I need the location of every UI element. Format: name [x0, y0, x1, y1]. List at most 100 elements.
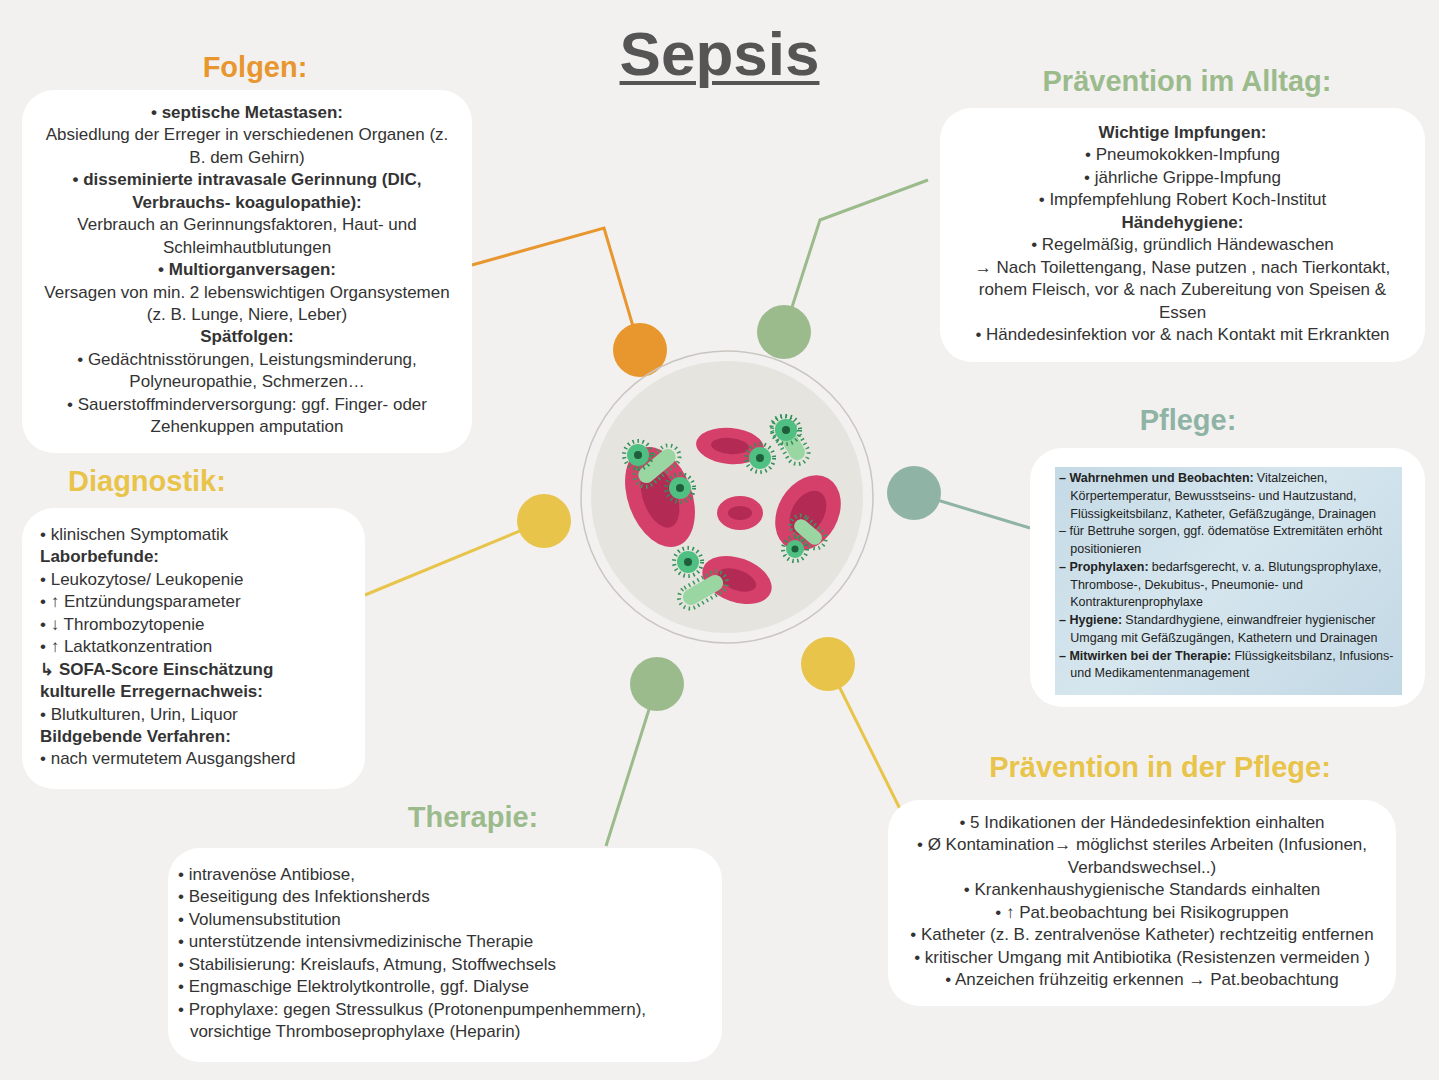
- topic-panel: Folgen:• septische Metastasen:Absiedlung…: [22, 90, 472, 453]
- text-line: Händehygiene:: [956, 212, 1409, 234]
- body-text: • ↑ Pat.beobachtung bei Risikogruppen: [995, 903, 1288, 922]
- subheading: ↳ SOFA-Score Einschätzung: [40, 660, 273, 679]
- text-line: Bildgebende Verfahren:: [40, 726, 353, 748]
- text-line: • Impfempfehlung Robert Koch-Institut: [956, 189, 1409, 211]
- rod-bacterium: [786, 511, 829, 552]
- body-text: • intravenöse Antibiose,: [178, 865, 355, 884]
- panel-heading: Therapie:: [408, 800, 539, 835]
- topic-panel: Therapie:• intravenöse Antibiose,• Besei…: [168, 848, 722, 1062]
- dot: [630, 657, 684, 711]
- text-line: • 5 Indikationen der Händedesinfektion e…: [902, 812, 1382, 834]
- text-line: • Beseitigung des Infektionsherds: [178, 886, 708, 908]
- body-text: • Pneumokokken-Impfung: [1085, 145, 1280, 164]
- text-line: • intravenöse Antibiose,: [178, 864, 708, 886]
- body-text: • kritischer Umgang mit Antibiotika (Res…: [914, 948, 1370, 967]
- body-text: • Prophylaxe: gegen Stressulkus (Protone…: [178, 1000, 646, 1041]
- text-line: Versagen von min. 2 lebenswichtigen Orga…: [36, 282, 458, 327]
- subheading: Bildgebende Verfahren:: [40, 727, 231, 746]
- text-line: → Nach Toilettengang, Nase putzen , nach…: [956, 257, 1409, 324]
- text-line: • Volumensubstitution: [178, 909, 708, 931]
- text-line: • Katheter (z. B. zentralvenöse Katheter…: [902, 924, 1382, 946]
- topic-panel: Pflege:– Wahrnehmen und Beobachten:Vital…: [1030, 448, 1425, 707]
- text-line: Laborbefunde:: [40, 546, 353, 568]
- rod-bacterium: [767, 412, 812, 468]
- text-line: – für Bettruhe sorgen, ggf. ödematöse Ex…: [1059, 523, 1396, 559]
- body-text: → Nach Toilettengang, Nase putzen , nach…: [975, 258, 1391, 322]
- coccus: [772, 416, 800, 444]
- subheading: Spätfolgen:: [200, 327, 294, 346]
- text-line: • Gedächtnisstörungen, Leistungsminderun…: [36, 349, 458, 394]
- coccus: [783, 537, 807, 561]
- coccus: [674, 548, 702, 576]
- leader-line: [784, 180, 928, 332]
- topic-panel: Prävention im Alltag:Wichtige Impfungen:…: [940, 108, 1425, 362]
- text-line: • Krankenhaushygienische Standards einha…: [902, 879, 1382, 901]
- body-text: • Regelmäßig, gründlich Händewaschen: [1031, 235, 1334, 254]
- body-text: • Sauerstoffminderversorgung: ggf. Finge…: [67, 395, 427, 436]
- dish-ring: [581, 351, 873, 643]
- text-line: • septische Metastasen:: [36, 102, 458, 124]
- text-line: • Leukozytose/ Leukopenie: [40, 569, 353, 591]
- body-text: Absiedlung der Erreger in verschiedenen …: [46, 125, 449, 166]
- petri-dish: [581, 351, 873, 643]
- text-line: Absiedlung der Erreger in verschiedenen …: [36, 124, 458, 169]
- subheading: – Wahrnehmen und Beobachten:: [1059, 471, 1254, 485]
- dish: [591, 361, 863, 633]
- body-text: • Beseitigung des Infektionsherds: [178, 887, 430, 906]
- text-line: Wichtige Impfungen:: [956, 122, 1409, 144]
- body-text: • ↑ Entzündungsparameter: [40, 592, 241, 611]
- text-line: – Wahrnehmen und Beobachten:Vitalzeichen…: [1059, 470, 1396, 523]
- body-text: • Krankenhaushygienische Standards einha…: [964, 880, 1321, 899]
- text-line: Spätfolgen:: [36, 326, 458, 348]
- subheading: Wichtige Impfungen:: [1099, 123, 1267, 142]
- subheading: – Prophylaxen:: [1059, 560, 1149, 574]
- body-text: Versagen von min. 2 lebenswichtigen Orga…: [44, 283, 449, 324]
- subheading: – Hygiene:: [1059, 613, 1122, 627]
- panel-heading: Pflege:: [1140, 403, 1237, 438]
- topic-panel: Prävention in der Pflege:• 5 Indikatione…: [888, 800, 1396, 1006]
- subheading: • disseminierte intravasale Gerinnung (D…: [73, 170, 422, 211]
- body-text: • Katheter (z. B. zentralvenöse Katheter…: [910, 925, 1373, 944]
- subheading: Händehygiene:: [1122, 213, 1244, 232]
- text-line: • Prophylaxe: gegen Stressulkus (Protone…: [178, 999, 708, 1044]
- body-text: • Ø Kontamination→ möglichst steriles Ar…: [917, 835, 1367, 876]
- text-line: • klinischen Symptomatik: [40, 524, 353, 546]
- dot: [801, 637, 855, 691]
- text-line: • nach vermutetem Ausgangsherd: [40, 748, 353, 770]
- body-text: • Engmaschige Elektrolytkontrolle, ggf. …: [178, 977, 529, 996]
- text-line: • jährliche Grippe-Impfung: [956, 167, 1409, 189]
- body-text: • Impfempfehlung Robert Koch-Institut: [1039, 190, 1327, 209]
- body-text: • ↓ Thrombozytopenie: [40, 615, 204, 634]
- leader-line: [365, 521, 544, 595]
- body-text: • Anzeichen frühzeitig erkennen → Pat.be…: [945, 970, 1338, 989]
- text-line: • Multiorganversagen:: [36, 259, 458, 281]
- body-text: • Händedesinfektion vor & nach Kontakt m…: [975, 325, 1389, 344]
- text-line: • Regelmäßig, gründlich Händewaschen: [956, 234, 1409, 256]
- dot: [757, 305, 811, 359]
- leader-line: [472, 228, 640, 350]
- dots: [517, 305, 941, 711]
- text-line: • unterstützende intensivmedizinische Th…: [178, 931, 708, 953]
- text-line: • Sauerstoffminderversorgung: ggf. Finge…: [36, 394, 458, 439]
- subheading: kulturelle Erregernachweis:: [40, 682, 263, 701]
- text-line: • Stabilisierung: Kreislaufs, Atmung, St…: [178, 954, 708, 976]
- text-line: – Mitwirken bei der Therapie:Flüssigkeit…: [1059, 648, 1396, 684]
- coccus: [666, 474, 694, 502]
- text-line: Verbrauch an Gerinnungsfaktoren, Haut- u…: [36, 214, 458, 259]
- text-line: • Pneumokokken-Impfung: [956, 144, 1409, 166]
- panel-heading: Folgen:: [203, 50, 308, 85]
- topic-panel: Diagnostik:• klinischen SymptomatikLabor…: [22, 508, 365, 789]
- subheading: • septische Metastasen:: [151, 103, 343, 122]
- title: Sepsis: [620, 19, 820, 88]
- bacteria: [624, 412, 830, 613]
- subheading: • Multiorganversagen:: [158, 260, 336, 279]
- text-line: • ↑ Laktatkonzentration: [40, 636, 353, 658]
- panel-heading: Prävention in der Pflege:: [989, 750, 1331, 785]
- red-cell: [612, 437, 708, 557]
- text-line: • Engmaschige Elektrolytkontrolle, ggf. …: [178, 976, 708, 998]
- text-line: kulturelle Erregernachweis:: [40, 681, 353, 703]
- dot: [613, 323, 667, 377]
- red-cell: [762, 463, 854, 562]
- body-text: • ↑ Laktatkonzentration: [40, 637, 212, 656]
